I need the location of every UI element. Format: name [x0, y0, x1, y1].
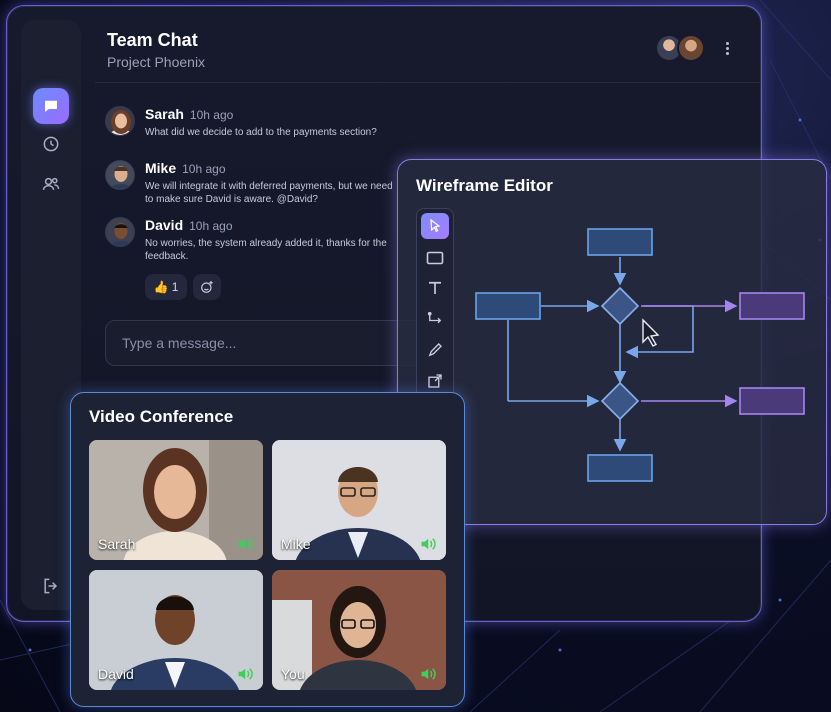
video-tile-you[interactable]: You [272, 570, 446, 690]
avatar-sarah [105, 106, 135, 136]
message-time: 10h ago [182, 162, 226, 176]
message-time: 10h ago [189, 219, 233, 233]
video-tile-sarah[interactable]: Sarah [89, 440, 263, 560]
avatar-mike [105, 160, 135, 190]
wireframe-editor-panel: Wireframe Editor [397, 159, 827, 525]
chat-subtitle: Project Phoenix [107, 54, 206, 70]
participant-video [272, 570, 446, 690]
more-options-icon[interactable] [724, 40, 730, 58]
participant-name: You [281, 666, 305, 682]
reaction-thumbs-up[interactable]: 👍 1 [145, 274, 187, 300]
thumbs-up-icon: 👍 [153, 280, 169, 294]
video-title: Video Conference [89, 407, 234, 426]
speaker-icon [238, 538, 253, 550]
speaker-icon [421, 668, 436, 680]
participant-name: Mike [281, 536, 311, 552]
wireframe-title: Wireframe Editor [416, 176, 553, 195]
participant-name: David [98, 666, 134, 682]
add-reaction-button[interactable] [193, 274, 221, 300]
pencil-icon[interactable] [421, 337, 449, 363]
video-tile-david[interactable]: David [89, 570, 263, 690]
participant-video [272, 440, 446, 560]
clock-icon[interactable] [33, 126, 69, 162]
member-avatars[interactable] [655, 34, 715, 64]
participant-name: Sarah [98, 536, 136, 552]
speaker-icon [421, 538, 436, 550]
participant-video [89, 440, 263, 560]
message-text: No worries, the system already added it,… [145, 238, 387, 262]
avatar-david [105, 217, 135, 247]
connector-icon[interactable] [421, 306, 449, 332]
cursor-icon[interactable] [421, 213, 449, 239]
mouse-pointer-icon [642, 318, 660, 347]
flowchart-canvas[interactable] [468, 220, 818, 520]
chat-title: Team Chat [107, 30, 198, 50]
text-icon[interactable] [421, 275, 449, 301]
reaction-count: 1 [171, 280, 179, 294]
flow-nodes [475, 228, 805, 482]
avatar [677, 34, 705, 62]
transform-icon[interactable] [421, 368, 449, 394]
header-divider [95, 82, 761, 83]
speaker-icon [238, 668, 253, 680]
message-time: 10h ago [189, 108, 234, 122]
message-text: What did we decide to add to the payment… [145, 127, 377, 138]
message-input[interactable]: Type a message... [105, 320, 435, 366]
rectangle-icon[interactable] [421, 245, 449, 271]
tool-palette [416, 208, 454, 428]
logout-icon[interactable] [33, 568, 69, 604]
video-tile-mike[interactable]: Mike [272, 440, 446, 560]
users-icon[interactable] [33, 166, 69, 202]
add-emoji-icon [201, 281, 213, 293]
video-conference-panel: Video Conference Sarah Mike [70, 392, 465, 707]
message-text: We will integrate it with deferred payme… [145, 181, 393, 205]
participant-video [89, 570, 263, 690]
chat-icon[interactable] [33, 88, 69, 124]
